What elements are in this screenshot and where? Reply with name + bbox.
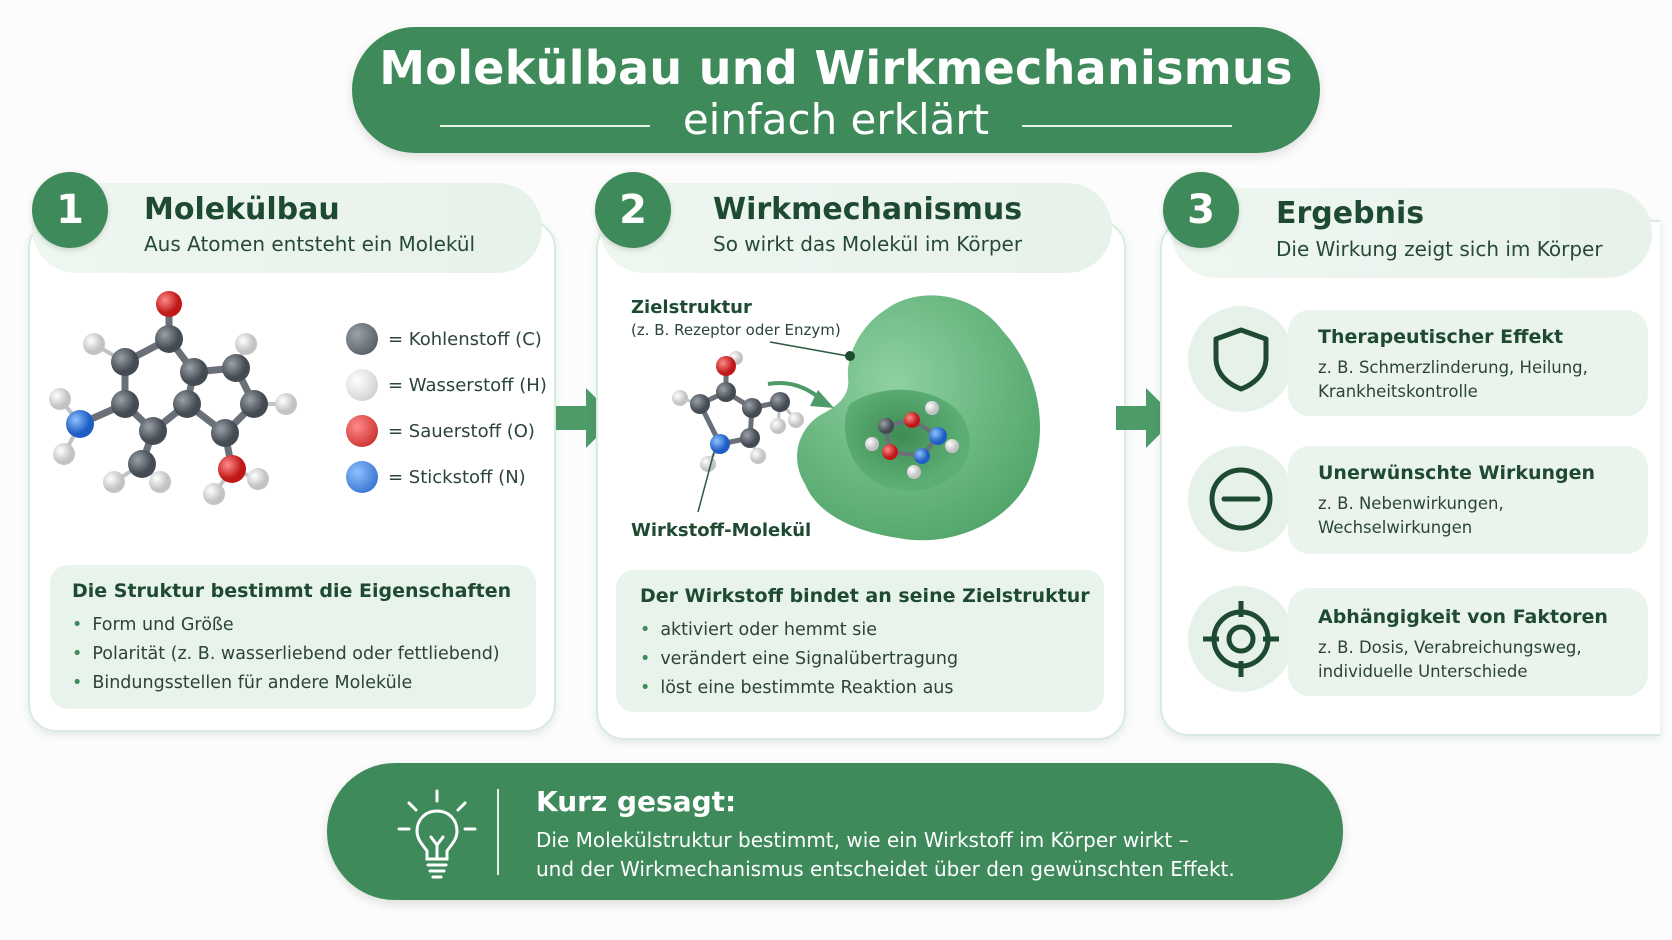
legend-row-oxygen: = Sauerstoff (O) — [346, 408, 547, 454]
molecule-illustration-icon — [49, 291, 297, 505]
step1-note-title: Die Struktur bestimmt die Eigenschaften — [72, 580, 512, 602]
result-factors-icon-wrap — [1188, 586, 1294, 692]
title-divider-left — [440, 125, 650, 127]
legend-label-nitrogen: = Stickstoff (N) — [388, 466, 526, 488]
drug-molecule-label: Wirkstoff-Molekül — [631, 520, 812, 541]
step2-number-badge: 2 — [595, 172, 671, 248]
minus-circle-icon — [1209, 467, 1273, 531]
legend-row-carbon: = Kohlenstoff (C) — [346, 316, 547, 362]
legend-row-hydrogen: = Wasserstoff (H) — [346, 362, 547, 408]
step1-header — [32, 183, 542, 273]
list-item: löst eine bestimmte Reaktion aus — [640, 674, 958, 703]
result-item-side-effects: Unerwünschte Wirkungen z. B. Nebenwirkun… — [1288, 446, 1648, 554]
summary-divider — [497, 789, 499, 875]
step1-number-badge: 1 — [32, 172, 108, 248]
step2-title: Wirkmechanismus — [713, 192, 1023, 227]
result-title: Therapeutischer Effekt — [1318, 326, 1564, 348]
result-side-effects-icon-wrap — [1188, 446, 1294, 552]
step3-number-badge: 3 — [1163, 172, 1239, 248]
lightbulb-icon — [397, 789, 477, 879]
atom-legend: = Kohlenstoff (C) = Wasserstoff (H) = Sa… — [346, 316, 547, 500]
step2-note-box: Der Wirkstoff bindet an seine Zielstrukt… — [616, 570, 1104, 712]
list-item: aktiviert oder hemmt sie — [640, 616, 958, 645]
oxygen-atom-icon — [346, 415, 378, 447]
result-desc-line: Wechselwirkungen — [1318, 518, 1473, 537]
receptor-binding-illustration-icon — [672, 295, 1041, 541]
result-title: Unerwünschte Wirkungen — [1318, 462, 1596, 484]
step1-note-list: Form und Größe Polarität (z. B. wasserli… — [72, 611, 500, 698]
step2-note-list: aktiviert oder hemmt sie verändert eine … — [640, 616, 958, 703]
step1-title: Molekülbau — [144, 192, 340, 227]
summary-line: Die Molekülstruktur bestimmt, wie ein Wi… — [536, 828, 1189, 852]
step2-header — [600, 183, 1112, 273]
result-desc-line: z. B. Nebenwirkungen, — [1318, 494, 1504, 513]
result-item-factors: Abhängigkeit von Faktoren z. B. Dosis, V… — [1288, 588, 1648, 696]
step3-subtitle: Die Wirkung zeigt sich im Körper — [1276, 237, 1603, 261]
step2-note-title: Der Wirkstoff bindet an seine Zielstrukt… — [640, 585, 1090, 607]
step2-number: 2 — [619, 187, 647, 233]
result-desc-line: Krankheitskontrolle — [1318, 382, 1478, 401]
step3-title: Ergebnis — [1276, 196, 1425, 231]
result-desc-line: z. B. Dosis, Verabreichungsweg, — [1318, 638, 1582, 657]
legend-label-oxygen: = Sauerstoff (O) — [388, 420, 535, 442]
target-icon — [1203, 601, 1279, 677]
result-title: Abhängigkeit von Faktoren — [1318, 606, 1608, 628]
step1-number: 1 — [56, 187, 84, 233]
summary-title: Kurz gesagt: — [536, 785, 737, 818]
step1-note-box: Die Struktur bestimmt die Eigenschaften … — [50, 565, 536, 709]
legend-row-nitrogen: = Stickstoff (N) — [346, 454, 547, 500]
shield-icon — [1213, 327, 1269, 392]
hydrogen-atom-icon — [346, 369, 378, 401]
title-divider-right — [1022, 125, 1232, 127]
title-banner: Molekülbau und Wirkmechanismus einfach e… — [352, 27, 1320, 153]
carbon-atom-icon — [346, 323, 378, 355]
list-item: Bindungsstellen für andere Moleküle — [72, 669, 500, 698]
nitrogen-atom-icon — [346, 461, 378, 493]
page-subtitle: einfach erklärt — [682, 95, 990, 144]
step2-subtitle: So wirkt das Molekül im Körper — [713, 232, 1023, 256]
result-desc-line: z. B. Schmerzlinderung, Heilung, — [1318, 358, 1588, 377]
result-item-therapeutic: Therapeutischer Effekt z. B. Schmerzlind… — [1288, 310, 1648, 416]
list-item: Polarität (z. B. wasserliebend oder fett… — [72, 640, 499, 669]
legend-label-carbon: = Kohlenstoff (C) — [388, 328, 542, 350]
result-desc-line: individuelle Unterschiede — [1318, 662, 1528, 681]
list-item: verändert eine Signalübertragung — [640, 645, 958, 674]
step1-subtitle: Aus Atomen entsteht ein Molekül — [144, 232, 476, 256]
legend-label-hydrogen: = Wasserstoff (H) — [388, 374, 547, 396]
step3-number: 3 — [1187, 187, 1215, 233]
summary-line: und der Wirkmechanismus entscheidet über… — [536, 857, 1235, 881]
page-title: Molekülbau und Wirkmechanismus — [379, 41, 1293, 95]
target-structure-label: Zielstruktur — [631, 297, 752, 318]
summary-banner: Kurz gesagt: Die Molekülstruktur bestimm… — [327, 763, 1343, 900]
list-item: Form und Größe — [72, 611, 500, 640]
target-structure-sublabel: (z. B. Rezeptor oder Enzym) — [631, 321, 841, 339]
result-therapeutic-icon-wrap — [1188, 306, 1294, 412]
step3-header — [1172, 188, 1652, 278]
